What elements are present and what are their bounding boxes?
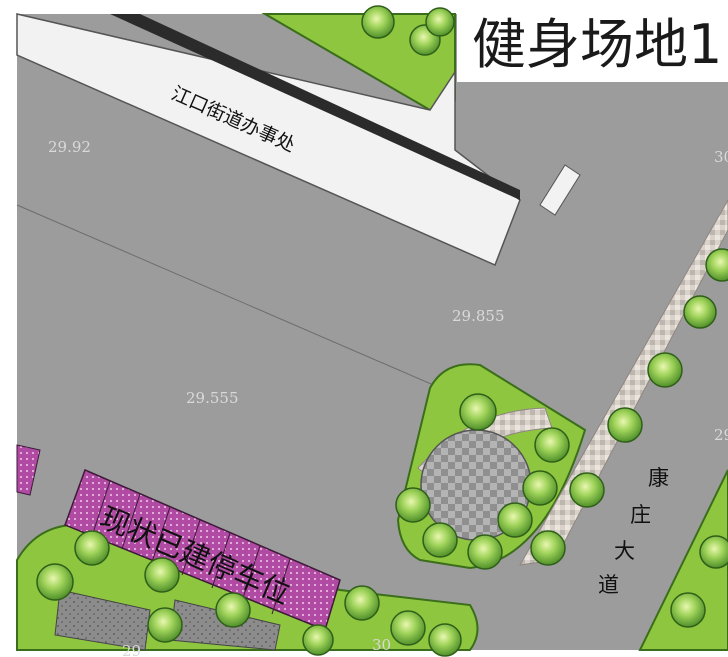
tree-group-top <box>361 5 455 56</box>
road-label-char-3: 大 <box>614 539 635 563</box>
map-title: 健身场地1 <box>472 13 723 76</box>
road-label-char-1: 康 <box>648 466 669 490</box>
parking-fragment <box>16 444 41 496</box>
elevation-label: 29.555 <box>186 389 239 407</box>
tree-group-sidewalk <box>607 248 728 628</box>
building-shadow <box>110 14 520 200</box>
tree-group-plaza <box>395 393 605 570</box>
road-label-char-2: 庄 <box>630 503 651 527</box>
elevation-label: 30 <box>714 148 728 166</box>
building-annex <box>539 164 581 216</box>
road-label-char-4: 道 <box>598 573 619 597</box>
title-background <box>457 8 728 82</box>
elevation-label: 30 <box>372 636 391 654</box>
elevation-label: 29 <box>122 642 141 657</box>
elevation-label: 29.855 <box>452 307 505 325</box>
lawn-right <box>638 469 728 651</box>
tree-group-bottom <box>36 530 462 657</box>
gravel-patch-1 <box>54 589 151 651</box>
elevation-label: 29.92 <box>48 138 91 156</box>
elevation-label: 29 <box>714 426 728 444</box>
lot-boundary-line <box>16 204 446 391</box>
